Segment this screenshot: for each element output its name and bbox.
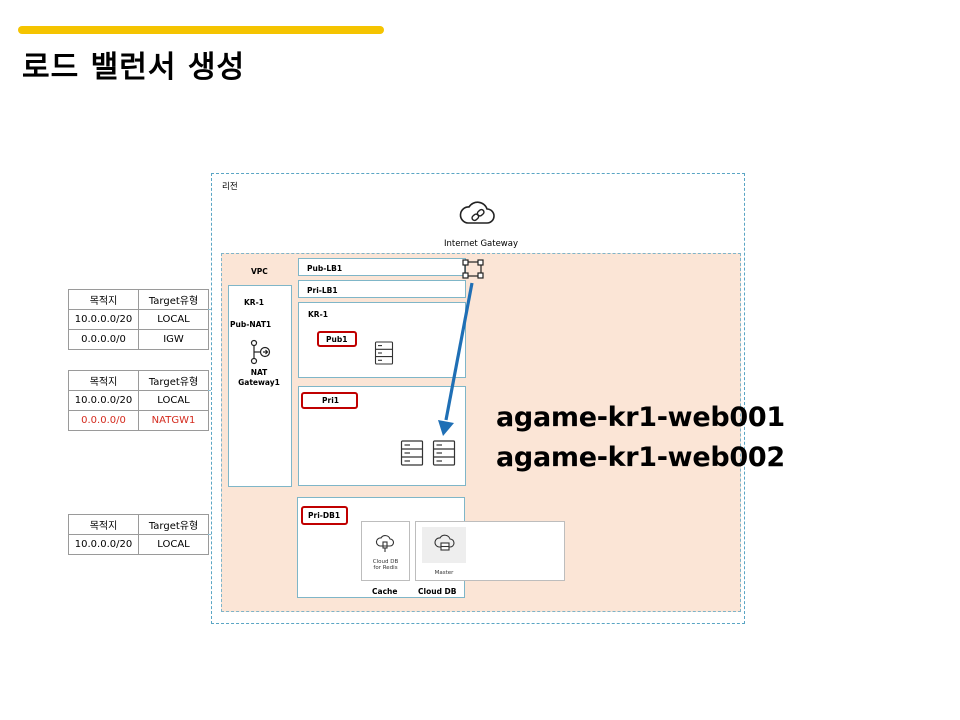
header-destination: 목적지 [68,514,139,535]
cloud-db-icon [375,533,395,553]
cloud-link-icon [459,198,497,228]
page-title: 로드 밸런서 생성 [22,50,246,85]
cell-destination: 10.0.0.0/20 [68,390,139,411]
cell-destination: 0.0.0.0/0 [68,410,139,431]
az-left-label: KR-1 [244,298,264,307]
redis-label: Cloud DB for Redis [372,559,399,571]
pri-lb-label: Pri-LB1 [307,286,338,295]
pri-lb-box [298,280,466,298]
server-icon [400,440,424,466]
cell-target: LOCAL [138,390,209,411]
header-target-type: Target유형 [138,289,209,310]
az-left-box [228,285,292,487]
header-destination: 목적지 [68,370,139,391]
cell-destination: 10.0.0.0/20 [68,309,139,330]
load-balancer-icon [462,258,486,282]
cell-destination: 0.0.0.0/0 [68,329,139,350]
nat-gateway-label: NAT Gateway1 [238,368,280,387]
server-name-2: agame-kr1-web002 [496,442,785,473]
pri-subnet-label: Pri1 [322,396,339,405]
cell-target: IGW [138,329,209,350]
header-target-type: Target유형 [138,514,209,535]
master-label: Master [434,570,454,576]
cell-destination: 10.0.0.0/20 [68,534,139,555]
header-target-type: Target유형 [138,370,209,391]
header-destination: 목적지 [68,289,139,310]
pub-subnet-label: Pub1 [326,335,348,344]
accent-bar [18,26,384,34]
az-right-label: KR-1 [308,310,328,319]
region-label: 리전 [222,182,238,192]
nat-subnet-label: Pub-NAT1 [230,320,272,329]
clouddb-label: Cloud DB [418,587,457,596]
pub-lb-label: Pub-LB1 [307,264,343,273]
traffic-arrow [438,282,474,436]
pri-subnet-tag: Pri1 [301,392,358,409]
nat-gateway-icon [248,339,272,365]
db-subnet-tag: Pri-DB1 [301,506,348,525]
vpc-label: VPC [251,267,268,276]
cell-target: NATGW1 [138,410,209,431]
cache-label: Cache [372,587,398,596]
server-name-1: agame-kr1-web001 [496,402,785,433]
cloud-db-icon [434,533,456,555]
igw-label: Internet Gateway [444,239,519,249]
pub-subnet-tag: Pub1 [317,331,357,347]
server-icon [374,341,394,365]
cell-target: LOCAL [138,534,209,555]
db-subnet-label: Pri-DB1 [308,511,341,520]
server-icon [432,440,456,466]
cell-target: LOCAL [138,309,209,330]
